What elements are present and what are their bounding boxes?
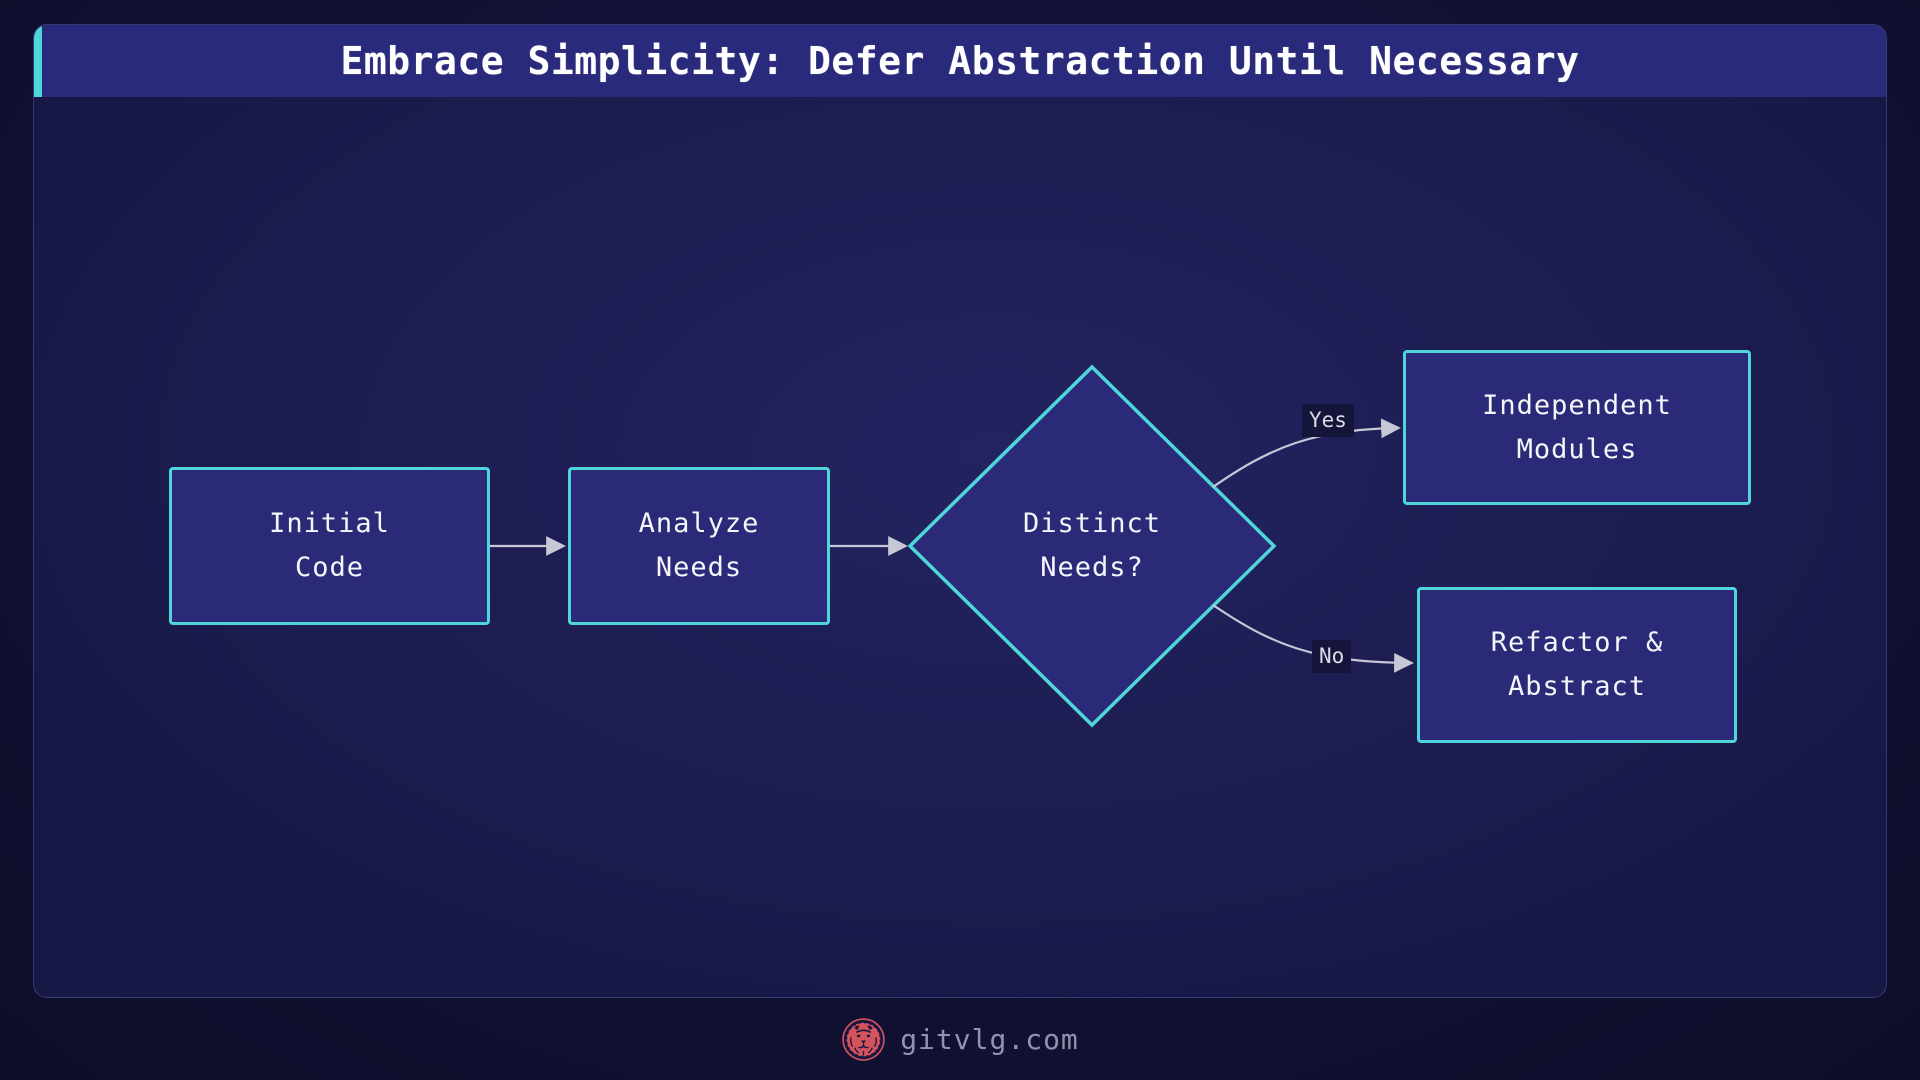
site-url: gitvlg.com (900, 1022, 1079, 1056)
header-bar: Embrace Simplicity: Defer Abstraction Un… (34, 25, 1886, 97)
edge-label-no: No (1312, 640, 1352, 673)
arrow-decision-no (1212, 604, 1414, 673)
page-title: Embrace Simplicity: Defer Abstraction Un… (340, 39, 1580, 83)
footer: gitvlg.com (0, 998, 1920, 1080)
node-refactor-abstract: Refactor &Abstract (1417, 587, 1737, 743)
arrow-decision-yes (1212, 418, 1401, 488)
lion-logo-icon (842, 1017, 885, 1061)
accent-bar (34, 25, 42, 97)
edge-label-yes: Yes (1302, 404, 1354, 437)
